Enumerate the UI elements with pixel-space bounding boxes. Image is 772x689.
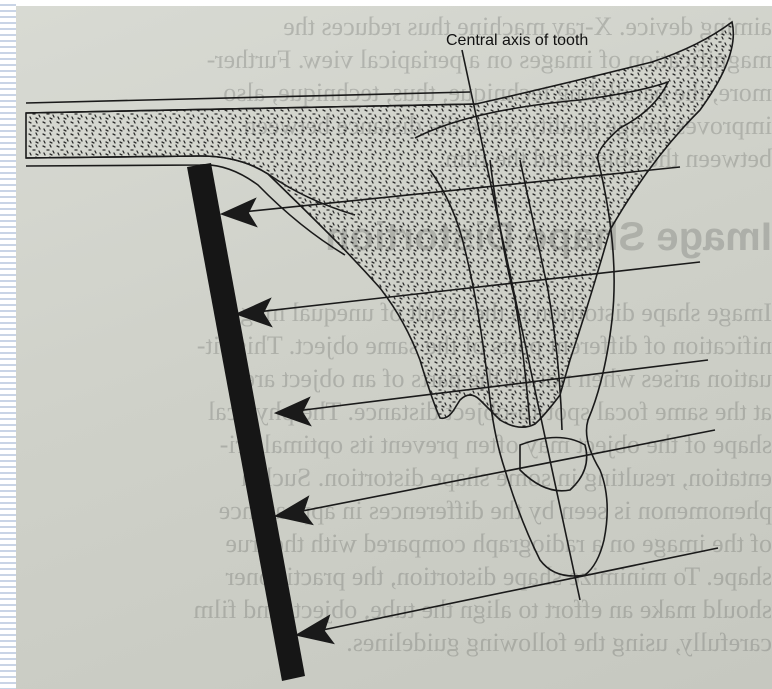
palate-upper-line bbox=[26, 92, 470, 103]
projection-ray bbox=[287, 430, 715, 514]
film-bar bbox=[187, 163, 305, 681]
central-axis-label: Central axis of tooth bbox=[446, 32, 588, 49]
arrowhead bbox=[276, 398, 310, 425]
apex-outline bbox=[520, 438, 587, 491]
projection-ray bbox=[308, 548, 718, 633]
stippled-bone-region bbox=[26, 22, 733, 427]
film-receptor bbox=[187, 163, 305, 681]
bone-region bbox=[26, 22, 733, 427]
arrowhead bbox=[222, 199, 256, 226]
arrowhead bbox=[237, 299, 271, 326]
